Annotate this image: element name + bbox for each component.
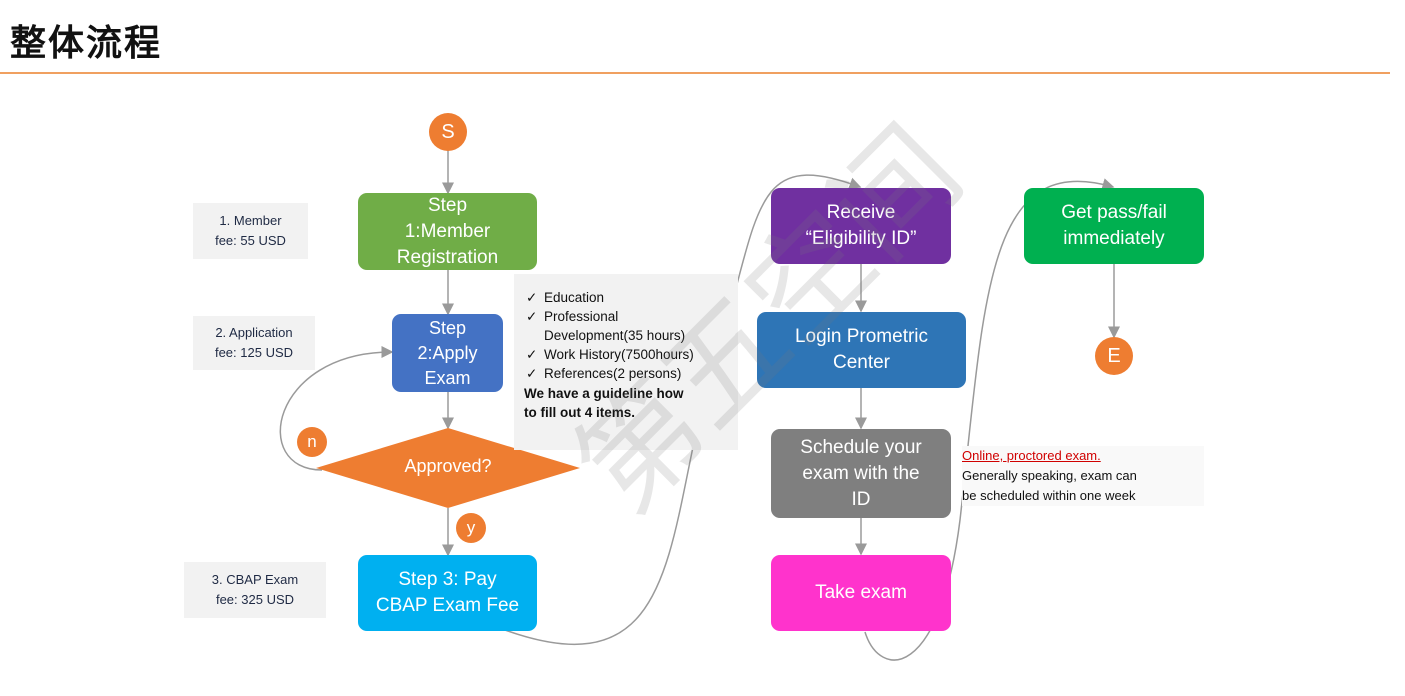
- get-pass-fail-result: Get pass/fail immediately: [1024, 188, 1204, 264]
- take-exam: Take exam: [771, 555, 951, 631]
- checklist-item-references: References(2 persons): [524, 364, 738, 383]
- yes-branch-marker: y: [456, 513, 486, 543]
- title-divider: [0, 72, 1390, 74]
- scheduling-timeframe-note: Generally speaking, exam can be schedule…: [962, 468, 1137, 503]
- member-fee-label: 1. Member fee: 55 USD: [193, 203, 308, 259]
- no-branch-marker: n: [297, 427, 327, 457]
- step1-member-registration: Step 1:Member Registration: [358, 193, 537, 270]
- arrow-no-loop: [279, 346, 394, 471]
- login-prometric-center: Login Prometric Center: [757, 312, 966, 388]
- checklist-guideline-note: We have a guideline how to fill out 4 it…: [524, 386, 684, 420]
- start-node: S: [429, 113, 467, 151]
- exam-scheduling-note: Online, proctored exam. Generally speaki…: [962, 446, 1204, 506]
- checklist-item-work-history: Work History(7500hours): [524, 345, 738, 364]
- application-checklist: Education Professional Development(35 ho…: [514, 274, 738, 450]
- checklist-item-professional-development: Professional Development(35 hours): [524, 307, 738, 345]
- receive-eligibility-id: Receive “Eligibility ID”: [771, 188, 951, 264]
- page-title: 整体流程: [10, 23, 163, 64]
- application-fee-label: 2. Application fee: 125 USD: [193, 316, 315, 370]
- online-proctored-note: Online, proctored exam.: [962, 448, 1101, 463]
- approved-decision-label: Approved?: [404, 456, 492, 476]
- step2-apply-exam: Step 2:Apply Exam: [392, 314, 503, 392]
- checklist-item-education: Education: [524, 288, 738, 307]
- step3-pay-exam-fee: Step 3: Pay CBAP Exam Fee: [358, 555, 537, 631]
- cbap-fee-label: 3. CBAP Exam fee: 325 USD: [184, 562, 326, 618]
- schedule-exam-with-id: Schedule your exam with the ID: [771, 429, 951, 518]
- end-node: E: [1095, 337, 1133, 375]
